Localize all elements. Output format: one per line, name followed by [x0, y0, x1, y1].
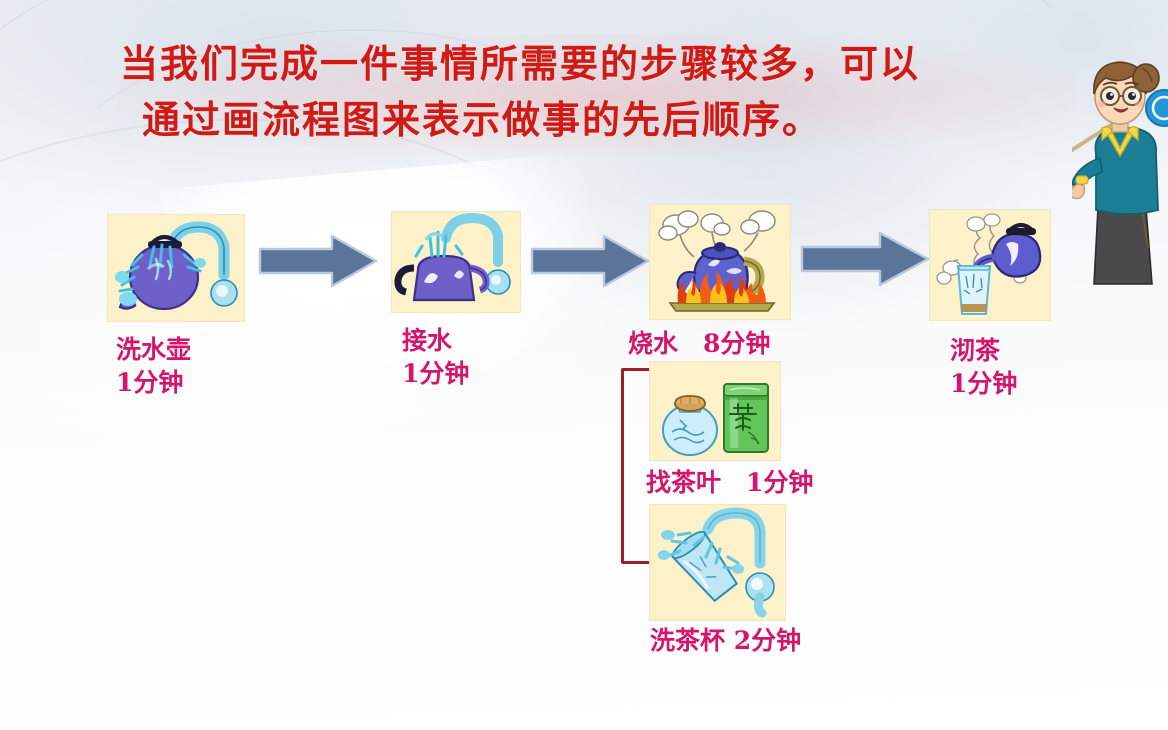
page-title: 当我们完成一件事情所需要的步骤较多，可以 通过画流程图来表示做事的先后顺序。 [120, 36, 1070, 148]
step-caption: 洗茶杯 2分钟 [650, 626, 802, 655]
step-caption: 烧水 8分钟 [628, 329, 771, 358]
kettle-on-fire-icon [650, 205, 790, 319]
kettle-filling-icon [392, 212, 520, 312]
step-caption: 沏茶 1分钟 [950, 336, 1018, 398]
step-caption: 接水 1分钟 [402, 326, 470, 388]
arrow-3 [800, 230, 930, 288]
arrow-2 [530, 233, 650, 289]
branch-bracket [621, 368, 656, 564]
step-fill-water[interactable]: 接水 1分钟 [392, 212, 520, 390]
step-brew-tea[interactable]: 沏茶 1分钟 [930, 210, 1050, 400]
teacher-character [1072, 58, 1168, 310]
arrow-1 [258, 233, 378, 289]
pouring-tea-icon [930, 210, 1050, 320]
step-caption: 洗水壶 1分钟 [116, 335, 192, 397]
tea-jar-and-canister-icon [650, 362, 780, 460]
step-caption: 找茶叶 1分钟 [646, 468, 814, 497]
step-wash-kettle[interactable]: 洗水壶 1分钟 [108, 215, 244, 399]
step-wash-teacup[interactable]: 洗茶杯 2分钟 [650, 505, 801, 657]
title-line-2: 通过画流程图来表示做事的先后顺序。 [142, 97, 823, 142]
cup-under-faucet-icon [650, 505, 785, 620]
step-find-tea-leaves[interactable]: 找茶叶 1分钟 [646, 362, 813, 499]
step-boil-water[interactable]: 烧水 8分钟 [628, 205, 790, 360]
kettle-under-faucet-icon [108, 215, 244, 321]
title-line-1: 当我们完成一件事情所需要的步骤较多，可以 [120, 41, 921, 86]
